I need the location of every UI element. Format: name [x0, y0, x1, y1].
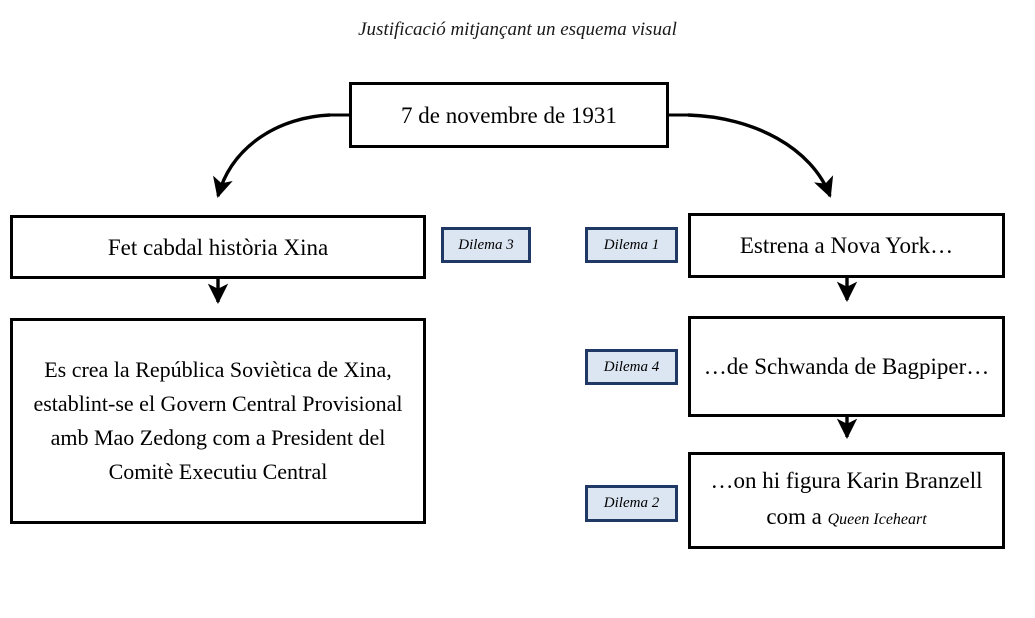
badge-dilema-3-label: Dilema 3 [458, 236, 514, 253]
node-schwanda-label: …de Schwanda de Bagpiper… [703, 353, 990, 379]
curve-root-to-china [213, 113, 331, 198]
node-karin-branzell[interactable]: …on hi figura Karin Branzell com a Queen… [688, 452, 1005, 549]
node-china-detail[interactable]: Es crea la República Soviètica de Xina, … [10, 318, 426, 524]
curve-root-to-premiere [687, 113, 834, 198]
node-china-event-label: Fet cabdal història Xina [107, 234, 329, 260]
node-karin-prefix-label: …on hi figura Karin Branzell com a [710, 468, 983, 529]
node-root-date-label: 7 de novembre de 1931 [401, 102, 617, 128]
badge-dilema-2-label: Dilema 2 [603, 495, 660, 511]
node-china-detail-label: Es crea la República Soviètica de Xina, … [33, 357, 403, 484]
node-karin-branzell-text: …on hi figura Karin Branzell com a Queen… [701, 463, 992, 538]
badge-dilema-4[interactable]: Dilema 4 [585, 349, 678, 385]
badge-dilema-4-label: Dilema 4 [603, 358, 660, 375]
badge-dilema-3[interactable]: Dilema 3 [441, 227, 531, 263]
node-schwanda[interactable]: …de Schwanda de Bagpiper… [688, 316, 1005, 417]
node-root-date[interactable]: 7 de novembre de 1931 [349, 82, 669, 148]
badge-dilema-1-label: Dilema 1 [603, 236, 660, 253]
page-title: Justificació mitjançant un esquema visua… [358, 19, 677, 40]
node-premiere[interactable]: Estrena a Nova York… [688, 213, 1005, 278]
node-karin-role-label: Queen Iceheart [827, 511, 927, 528]
badge-dilema-2[interactable]: Dilema 2 [585, 485, 678, 522]
node-premiere-label: Estrena a Nova York… [739, 233, 954, 258]
badge-dilema-1[interactable]: Dilema 1 [585, 227, 678, 263]
node-china-event[interactable]: Fet cabdal història Xina [10, 215, 426, 279]
